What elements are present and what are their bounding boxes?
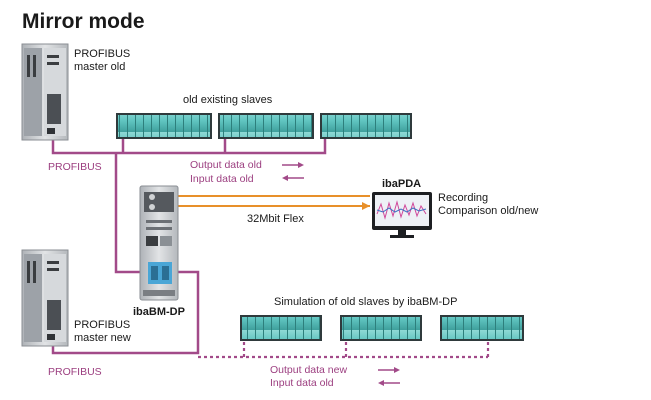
page-title: Mirror mode: [22, 10, 145, 33]
slave-module-icon: [218, 113, 314, 139]
arrow-icon: [378, 367, 400, 386]
label-profibus-top: PROFIBUS: [48, 161, 102, 173]
slave-group-old: [116, 113, 412, 139]
label-sim-slaves: Simulation of old slaves by ibaBM-DP: [274, 296, 457, 308]
ibabm-dp-device: [139, 185, 179, 301]
arrow-icon: [362, 202, 370, 210]
label-flex: 32Mbit Flex: [247, 213, 304, 225]
label-master-new-2: master new: [74, 332, 131, 344]
slave-module-icon: [340, 315, 422, 341]
label-input-new: Input data old: [270, 377, 334, 389]
label-output-old: Output data old: [190, 159, 262, 171]
simulated-bus-lines: [198, 342, 490, 359]
label-input-old: Input data old: [190, 173, 254, 185]
slave-module-icon: [320, 113, 412, 139]
label-recording: Recording: [438, 192, 488, 204]
slave-module-icon: [116, 113, 212, 139]
slave-module-icon: [240, 315, 322, 341]
label-master-old-1: PROFIBUS: [74, 48, 130, 60]
label-profibus-bottom: PROFIBUS: [48, 366, 102, 378]
bus-old-top: [51, 138, 327, 155]
fiber-link: [158, 195, 370, 207]
bus-new-bottom: [51, 270, 200, 355]
label-old-slaves: old existing slaves: [183, 94, 273, 106]
label-master-old-2: master old: [74, 61, 125, 73]
plc-master-new: [21, 249, 69, 347]
slave-group-simulated: [240, 315, 524, 341]
label-master-new-1: PROFIBUS: [74, 319, 130, 331]
monitor-icon: [372, 192, 432, 238]
label-output-new: Output data new: [270, 364, 347, 376]
plc-master-old: [21, 43, 69, 141]
label-comparison: Comparison old/new: [438, 205, 538, 217]
label-ibabm-dp: ibaBM-DP: [133, 306, 185, 318]
slave-module-icon: [440, 315, 524, 341]
arrow-icon: [282, 162, 304, 181]
label-ibapda: ibaPDA: [382, 178, 421, 190]
